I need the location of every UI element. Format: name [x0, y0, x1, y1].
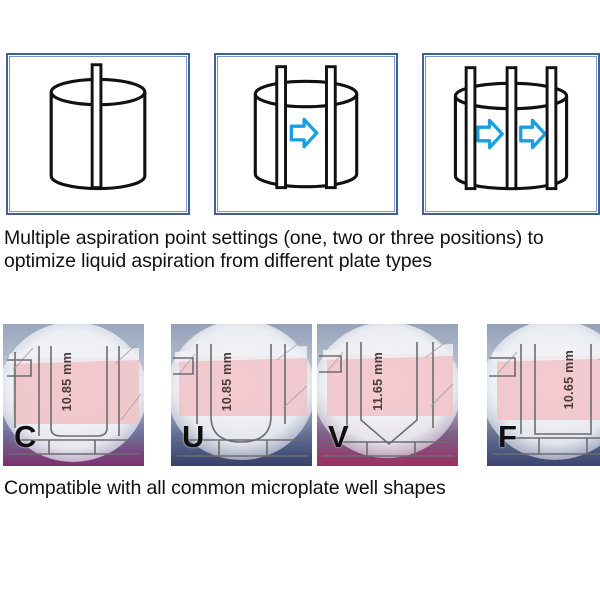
diagram-panel-three-points: [422, 53, 600, 215]
well-shape-letter: F: [498, 419, 517, 454]
well-three-tips-illustration: [453, 66, 569, 191]
f-bottom-well-photo: [487, 324, 600, 466]
diagram-panel-one-point: [6, 53, 190, 215]
well-dimension-label: 11.65 mm: [371, 352, 385, 411]
aspiration-diagram-row: [0, 0, 600, 222]
flow-arrow-icon: [289, 117, 319, 149]
well-shape-letter: V: [328, 419, 349, 454]
diagram-panel-two-points: [214, 53, 398, 215]
v-bottom-well-photo: [317, 324, 458, 466]
well-one-tip-illustration: [49, 63, 147, 191]
c-bottom-well-photo: [3, 324, 144, 466]
well-dimension-label: 10.85 mm: [220, 352, 234, 412]
well-photo-f: 10.65 mm F: [487, 324, 600, 466]
flow-arrow-icon: [519, 118, 547, 150]
well-photo-u: 10.85 mm U: [171, 324, 312, 466]
flow-arrow-icon: [476, 118, 504, 150]
well-dimension-label: 10.65 mm: [562, 350, 576, 410]
u-bottom-well-photo: [171, 324, 312, 466]
well-shape-letter: U: [182, 419, 205, 454]
well-dimension-label: 10.85 mm: [60, 352, 74, 412]
well-photo-c: 10.85 mm C: [3, 324, 144, 466]
well-two-tips-illustration: [253, 65, 359, 190]
aspiration-settings-caption: Multiple aspiration point settings (one,…: [4, 227, 544, 272]
well-shape-compatibility-caption: Compatible with all common microplate we…: [4, 477, 446, 499]
well-shape-letter: C: [14, 419, 37, 454]
well-photo-v: 11.65 mm V: [317, 324, 458, 466]
well-shape-photo-row: 10.85 mm C: [0, 324, 600, 466]
